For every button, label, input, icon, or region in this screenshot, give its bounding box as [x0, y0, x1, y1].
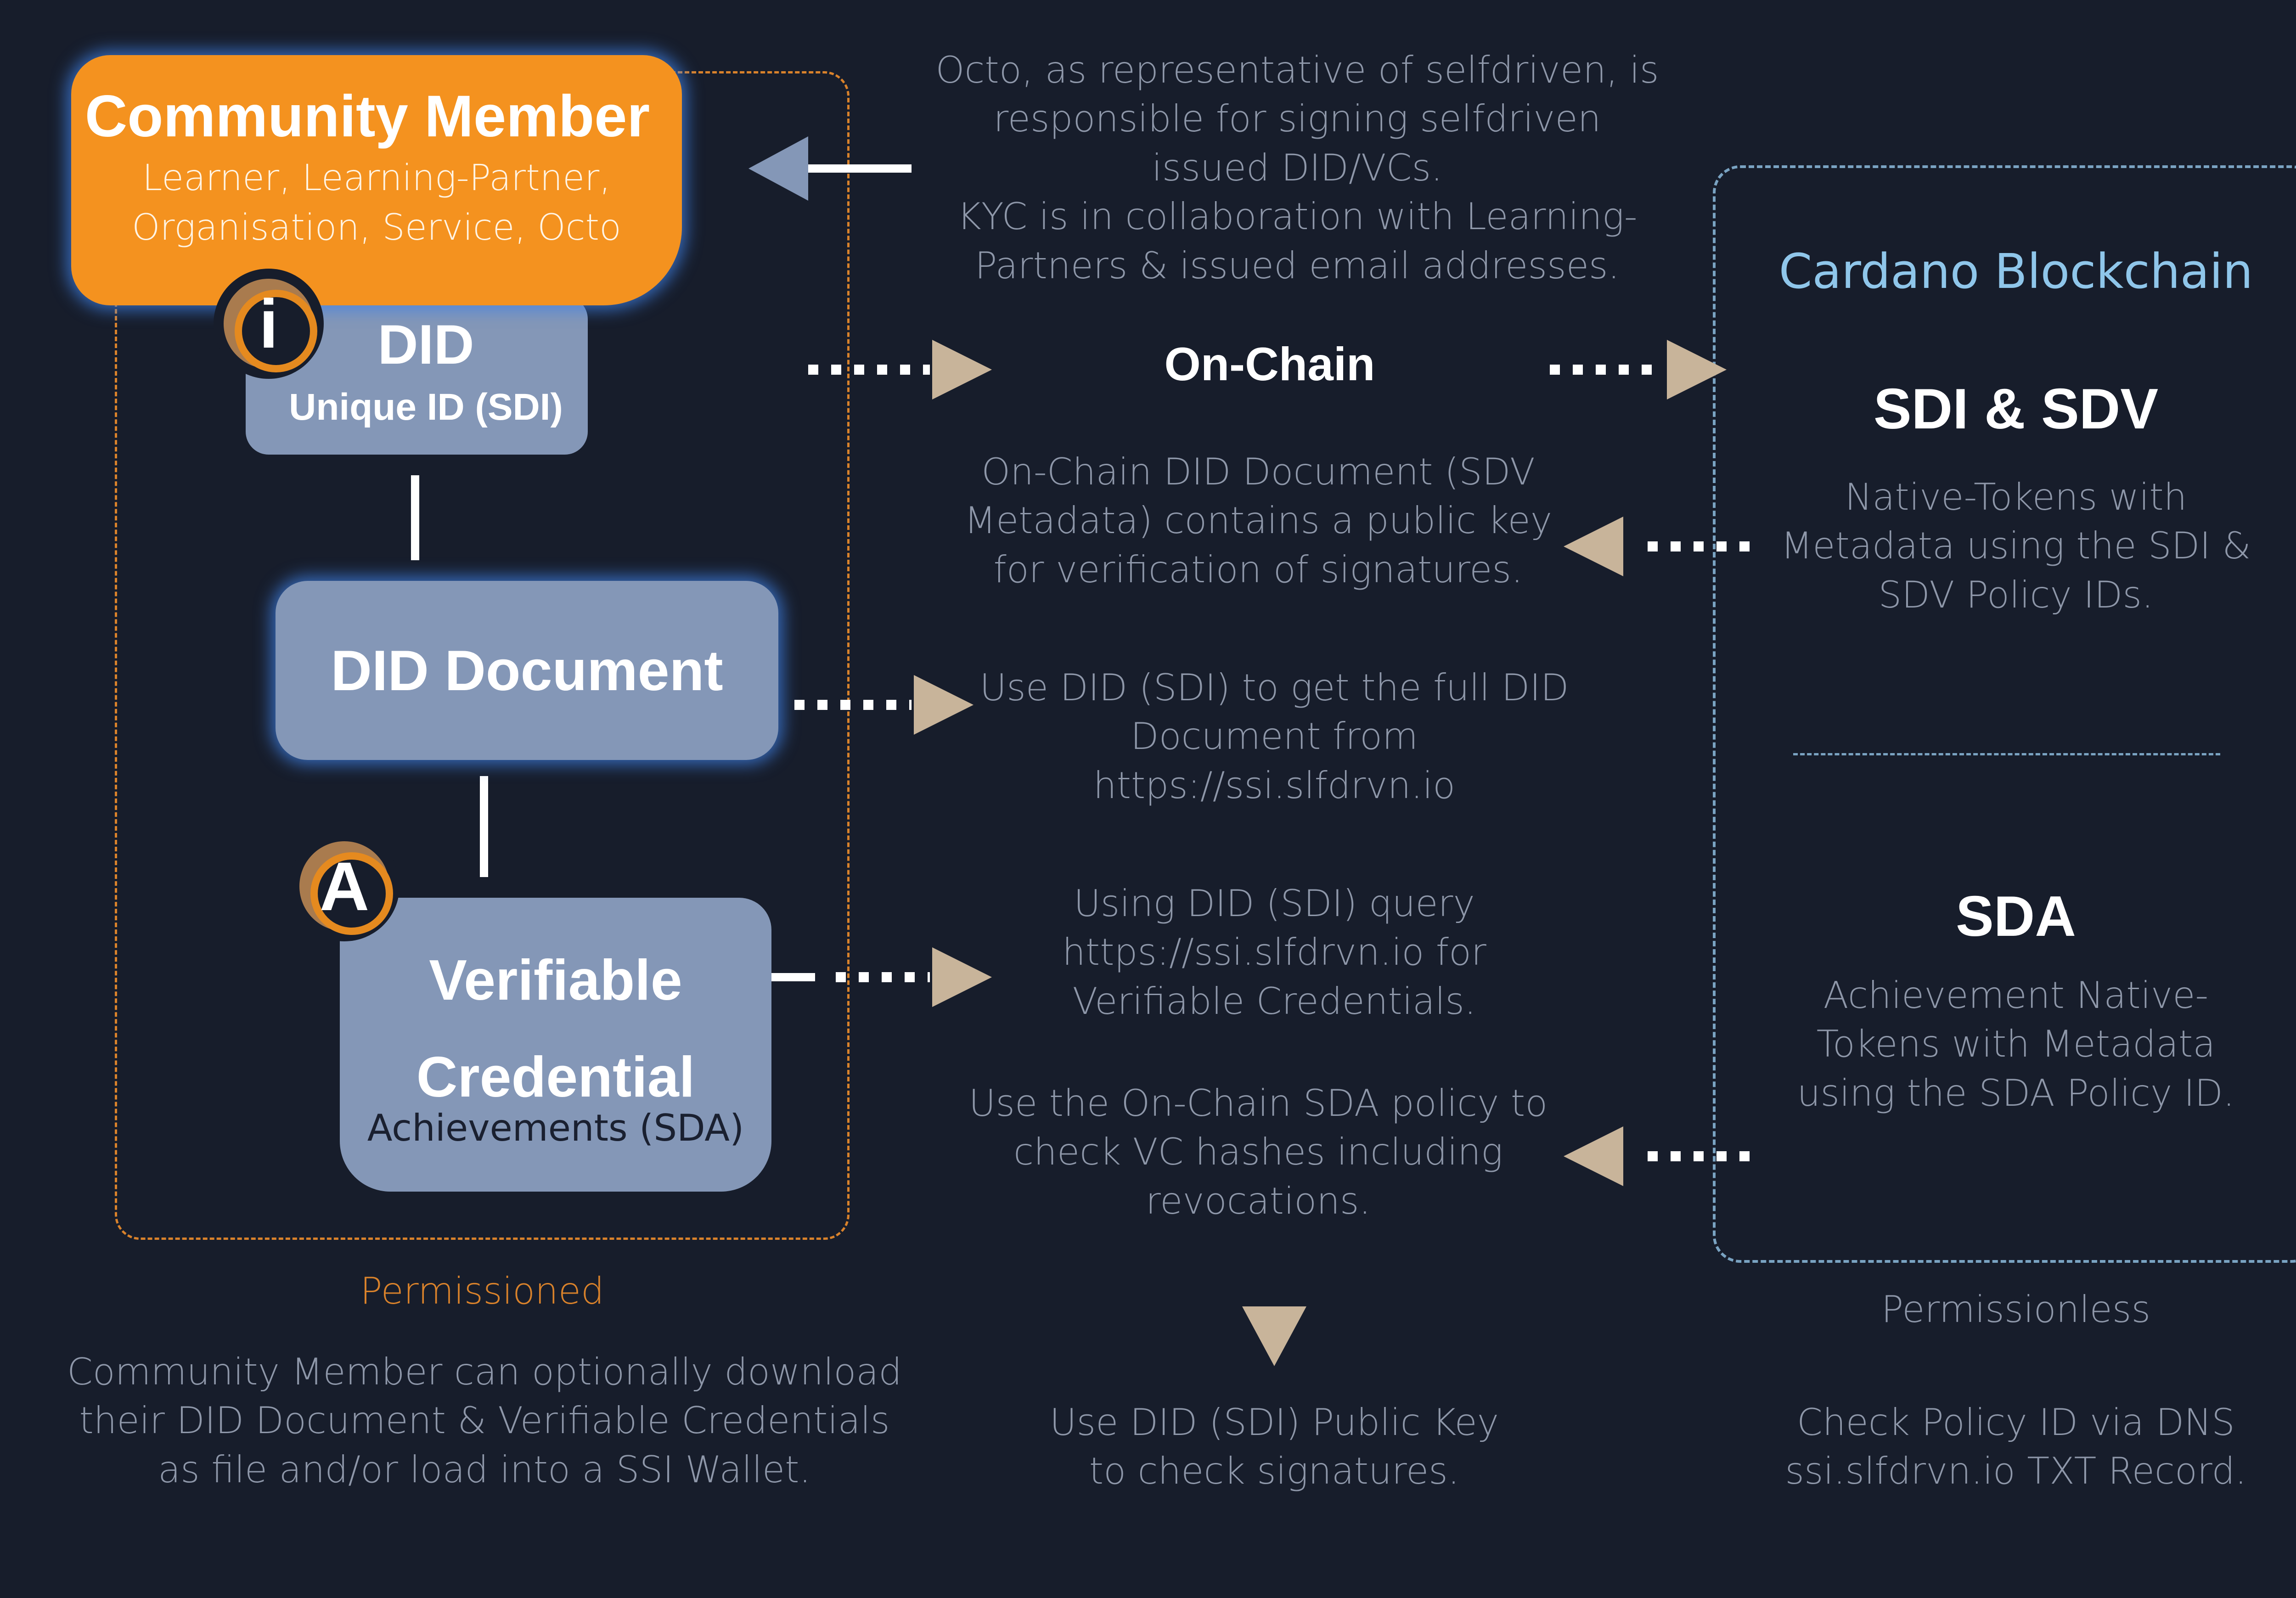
on-chain-to-cardano-arrow: [1550, 340, 1727, 400]
permissionless-label: Permissionless: [1881, 1288, 2151, 1331]
sda-policy-note: Use the On-Chain SDA policy to check VC …: [968, 1082, 1548, 1222]
verifiable-credential-subtitle: Achievements (SDA): [367, 1107, 744, 1149]
cardano-blockchain-title: Cardano Blockchain: [1778, 243, 2253, 299]
on-chain-did-note: On-Chain DID Document (SDV Metadata) con…: [964, 450, 1553, 591]
on-chain-label: On-Chain: [1164, 338, 1375, 390]
octo-to-community-arrow: [748, 136, 912, 201]
community-member-card: [71, 55, 682, 305]
cardano-blockchain-container: [1713, 165, 2296, 1263]
policy-dns-note: Check Policy ID via DNS ssi.slfdrvn.io T…: [1785, 1401, 2247, 1493]
community-member-title: Community Member: [84, 84, 650, 149]
credential-to-query-arrow: [771, 947, 992, 1007]
achievement-icon: A: [289, 831, 400, 941]
did-document-fetch-note: Use DID (SDI) to get the full DID Docume…: [979, 666, 1569, 807]
permissioned-label: Permissioned: [360, 1270, 604, 1312]
permissioned-note: Community Member can optionally download…: [67, 1350, 902, 1491]
document-to-credential-connector: [480, 776, 488, 877]
achievement-badge-glyph: A: [319, 848, 370, 925]
sda-note: Achievement Native- Tokens with Metadata…: [1797, 974, 2235, 1114]
did-document-title: DID Document: [331, 639, 723, 703]
info-icon: i: [214, 269, 324, 379]
cardano-section-divider: [1793, 753, 2220, 755]
sdi-sdv-note: Native-Tokens with Metadata using the SD…: [1781, 476, 2251, 616]
octo-signing-note: Octo, as representative of selfdriven, i…: [935, 49, 1659, 287]
verifiable-credential-box: [340, 898, 771, 1192]
did-title: DID: [377, 313, 474, 376]
vc-query-note: Using DID (SDI) query https://ssi.slfdrv…: [1062, 882, 1486, 1023]
public-key-note: Use DID (SDI) Public Key to check signat…: [1049, 1401, 1499, 1493]
sdi-sdv-title: SDI & SDV: [1873, 377, 2159, 441]
did-document-box: [276, 581, 778, 760]
did-document-to-fetch-arrow: [794, 675, 974, 735]
sda-title: SDA: [1956, 885, 2076, 948]
sdi-sdv-to-middle-arrow: [1564, 517, 1750, 576]
info-badge-glyph: i: [259, 285, 278, 362]
did-to-on-chain-arrow: [808, 340, 992, 400]
sda-to-middle-arrow: [1564, 1126, 1750, 1186]
did-subtitle: Unique ID (SDI): [289, 386, 563, 428]
verifiable-credential-title: Verifiable Credential: [416, 949, 695, 1109]
did-to-document-connector: [411, 475, 419, 560]
down-arrow: [1242, 1306, 1306, 1366]
community-member-subtitle: Learner, Learning-Partner, Organisation,…: [132, 158, 621, 248]
